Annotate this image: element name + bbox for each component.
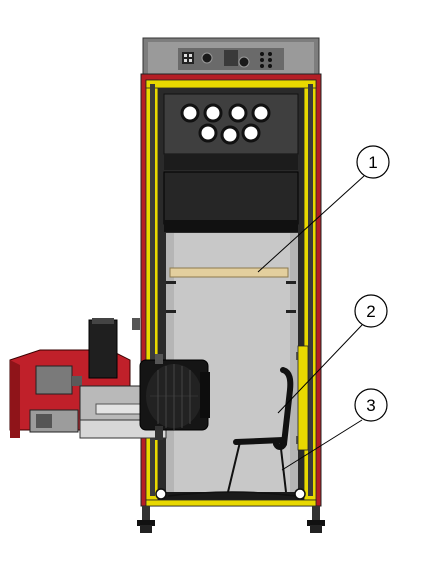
control-panel-dots-icon xyxy=(260,52,272,68)
combustion-chamber-roof xyxy=(163,171,299,232)
callout-leader-lines xyxy=(257,175,365,471)
control-knob-icon xyxy=(238,56,250,68)
side-guide-rail xyxy=(297,345,309,451)
ash-pan-frame xyxy=(227,437,287,493)
heat-exchanger-tubes xyxy=(163,93,299,170)
burner-head xyxy=(139,359,210,431)
leveling-foot-right xyxy=(307,506,325,533)
burner-feed-tube xyxy=(88,319,118,379)
top-control-panel xyxy=(142,37,320,79)
svg-text:1: 1 xyxy=(368,153,377,172)
ash-scraper-rod xyxy=(273,367,294,450)
heat-exchanger-baffle xyxy=(169,267,289,278)
svg-text:3: 3 xyxy=(366,396,375,415)
control-panel-grid-icon xyxy=(182,52,194,64)
callout-1: 1 xyxy=(356,145,390,179)
control-knob-icon xyxy=(201,52,213,64)
svg-text:2: 2 xyxy=(366,302,375,321)
pellet-burner xyxy=(9,318,210,440)
callout-3: 3 xyxy=(354,388,388,422)
boiler-base xyxy=(145,488,317,507)
leveling-foot-left xyxy=(137,506,155,533)
callout-2: 2 xyxy=(354,294,388,328)
